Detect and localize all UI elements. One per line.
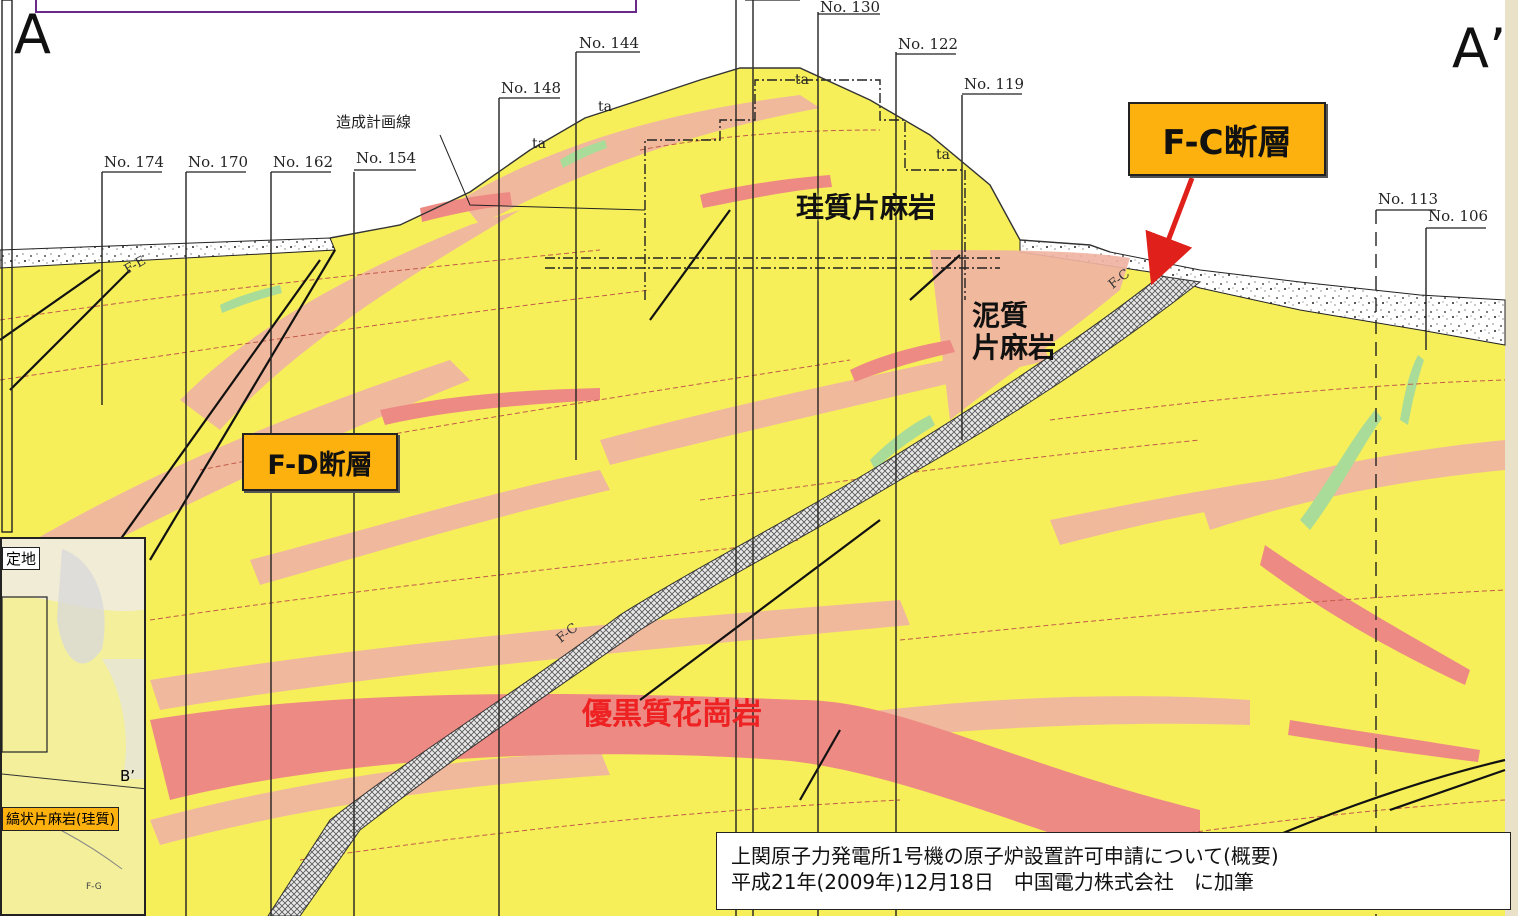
ground-surface-line <box>329 67 1111 253</box>
talus-mark: ta <box>532 136 546 152</box>
fault-lines <box>0 209 1506 881</box>
talus-mark: ta <box>795 72 809 88</box>
inset-location-map: 定地 B’ 縞状片麻岩(珪質) F-G <box>0 537 146 916</box>
borehole-label-119: No. 119 <box>964 75 1025 93</box>
pelitic-gneiss-line2: 片麻岩 <box>972 331 1057 365</box>
borehole-label-113: No. 113 <box>1378 190 1439 208</box>
fc-fault-label: F-C断層 <box>1128 102 1326 176</box>
planned-construction-outline <box>545 79 1000 300</box>
siliceous-gneiss-label: 珪質片麻岩 <box>796 191 937 224</box>
fd-fault-label: F-D断層 <box>242 433 398 491</box>
borehole-label-122: No. 122 <box>898 35 959 53</box>
planned-line-leader <box>439 134 646 211</box>
pelitic-gneiss-line1: 泥質 <box>972 299 1029 332</box>
foliation-lines <box>0 129 1506 861</box>
planned-line-label: 造成計画線 <box>336 113 412 131</box>
inset-legend-label: 縞状片麻岩(珪質) <box>2 807 119 831</box>
borehole-label-170: No. 170 <box>188 153 249 171</box>
legend-frame-remnant <box>1 0 13 533</box>
fd-fault-label-text: F-D断層 <box>267 449 373 481</box>
section-start-label: A <box>14 3 51 66</box>
source-caption: 上関原子力発電所1号機の原子炉設置許可申請について(概要) 平成21年(2009… <box>716 832 1511 910</box>
title-box-remnant <box>35 0 637 13</box>
borehole-label-154: No. 154 <box>356 149 417 167</box>
granite-bodies <box>150 175 1480 880</box>
borehole-label-130: No. 130 <box>820 0 881 16</box>
borehole-label-bars <box>102 0 1486 229</box>
borehole-lines <box>101 0 1427 916</box>
borehole-label-174: No. 174 <box>104 153 165 171</box>
inset-bprime-label: B’ <box>120 767 136 785</box>
borehole-label-148: No. 148 <box>501 79 562 97</box>
talus-mark: ta <box>598 99 612 115</box>
talus-mark: ta <box>936 147 950 163</box>
caption-line-1: 上関原子力発電所1号機の原子炉設置許可申請について(概要) <box>731 844 1279 868</box>
section-end-label: A’ <box>1452 17 1507 80</box>
fc-fault-label-text: F-C断層 <box>1162 122 1292 163</box>
fc-fault-zone <box>267 275 1202 916</box>
borehole-label-162: No. 162 <box>273 153 334 171</box>
green-veins <box>220 140 1424 530</box>
inset-fg-label: F-G <box>86 882 102 892</box>
melanocratic-granite-label: 優黒質花崗岩 <box>582 697 762 732</box>
pelitic-gneiss-label: 泥質 片麻岩 <box>972 299 1057 365</box>
borehole-label-144: No. 144 <box>579 34 640 52</box>
borehole-label-106: No. 106 <box>1428 207 1489 225</box>
caption-line-2: 平成21年(2009年)12月18日 中国電力株式会社 に加筆 <box>731 870 1254 894</box>
inset-site-label: 定地 <box>2 547 41 570</box>
inset-map-graphic <box>2 539 144 914</box>
fc-fault-arrow <box>1145 177 1195 286</box>
